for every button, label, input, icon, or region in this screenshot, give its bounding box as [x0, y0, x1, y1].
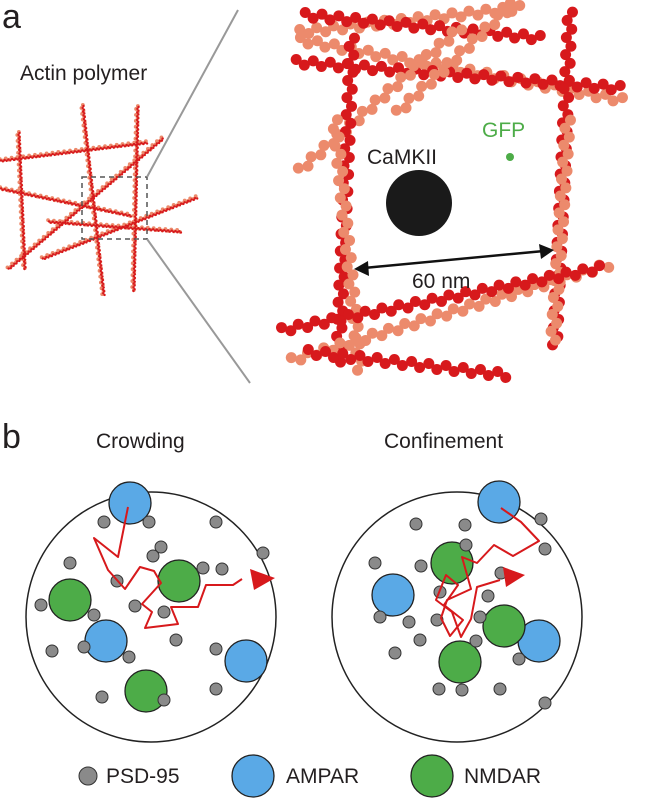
zoom-line-bottom	[146, 238, 251, 384]
legend-ampar-icon	[231, 754, 275, 798]
crowding-psd95-3	[154, 540, 168, 554]
confinement-psd95-3	[538, 542, 552, 556]
crowding-psd95-15	[209, 642, 223, 656]
crowding-psd95-2	[209, 515, 223, 529]
confinement-compartment	[331, 491, 583, 743]
crowding-psd95-21	[146, 549, 160, 563]
crowding-psd95-4	[256, 546, 270, 560]
confinement-psd95-9	[402, 615, 416, 629]
actin-filament-zoom-1	[290, 54, 626, 96]
confinement-nmdar-0	[430, 541, 474, 585]
crowding-nmdar-2	[124, 669, 168, 713]
confinement-psd95-2	[534, 512, 548, 526]
crowding-ampar-0	[108, 481, 152, 525]
crowding-scene	[34, 481, 275, 713]
crowding-path-arrowhead	[250, 569, 275, 590]
confinement-psd95-15	[388, 646, 402, 660]
crowding-psd95-6	[196, 561, 210, 575]
gfp-particle	[506, 153, 514, 161]
distance-arrow	[354, 244, 554, 276]
actin-filament-small-7	[47, 220, 183, 234]
actin-filament-small-2	[132, 105, 140, 293]
crowding-psd95-17	[95, 690, 109, 704]
legend-nmdar-label: NMDAR	[464, 765, 541, 788]
actin-filament-zoom-11	[276, 260, 606, 337]
confinement-nmdar-2	[438, 640, 482, 684]
confinement-title: Confinement	[384, 430, 503, 453]
zoom-line-top	[146, 9, 239, 178]
crowding-psd95-8	[34, 598, 48, 612]
confinement-diffusion-path	[435, 507, 540, 638]
crowding-psd95-16	[45, 644, 59, 658]
crowding-psd95-9	[87, 608, 101, 622]
crowding-title: Crowding	[96, 430, 185, 453]
confinement-psd95-14	[512, 652, 526, 666]
confinement-psd95-4	[368, 556, 382, 570]
confinement-psd95-17	[455, 683, 469, 697]
crowding-ampar-1	[84, 619, 128, 663]
panel-b-letter: b	[2, 418, 21, 456]
crowding-ampar-2	[224, 639, 268, 683]
crowding-psd95-12	[77, 640, 91, 654]
confinement-psd95-8	[373, 610, 387, 624]
confinement-scene	[368, 480, 561, 710]
crowding-nmdar-1	[157, 559, 201, 603]
panel-a-letter: a	[2, 0, 21, 36]
actin-filament-small-5	[7, 137, 164, 270]
actin-mesh-overview	[0, 103, 199, 297]
actin-mesh-zoom	[276, 0, 628, 383]
camkii-label: CaMKII	[367, 146, 437, 169]
confinement-psd95-20	[481, 589, 495, 603]
confinement-psd95-0	[409, 517, 423, 531]
actin-filament-zoom-9	[545, 114, 576, 346]
legend-ampar-label: AMPAR	[286, 765, 359, 788]
confinement-ampar-0	[477, 480, 521, 524]
confinement-psd95-13	[469, 634, 483, 648]
confinement-psd95-21	[459, 538, 473, 552]
crowding-psd95-1	[142, 515, 156, 529]
actin-filament-zoom-10	[285, 259, 615, 366]
crowding-psd95-11	[157, 605, 171, 619]
confinement-psd95-5	[414, 559, 428, 573]
confinement-psd95-1	[458, 518, 472, 532]
confinement-nmdar-1	[482, 604, 526, 648]
legend-psd95-label: PSD-95	[106, 765, 180, 788]
gfp-label: GFP	[482, 119, 525, 142]
confinement-psd95-16	[432, 682, 446, 696]
actin-filament-small-6	[41, 196, 199, 261]
confinement-psd95-19	[538, 696, 552, 710]
actin-filament-zoom-4	[390, 0, 516, 116]
confinement-psd95-12	[413, 633, 427, 647]
crowding-psd95-0	[97, 515, 111, 529]
crowding-psd95-20	[215, 562, 229, 576]
actin-polymer-label: Actin polymer	[20, 62, 147, 85]
crowding-psd95-18	[157, 693, 171, 707]
legend-nmdar-icon	[410, 754, 454, 798]
crowding-psd95-10	[128, 599, 142, 613]
confinement-ampar-1	[371, 573, 415, 617]
actin-filament-small-3	[0, 141, 149, 163]
crowding-diffusion-path	[93, 506, 243, 629]
crowding-psd95-14	[169, 633, 183, 647]
confinement-psd95-18	[493, 682, 507, 696]
crowding-psd95-13	[122, 650, 136, 664]
confinement-path-arrowhead	[503, 567, 525, 587]
actin-filament-small-4	[0, 187, 133, 218]
legend: PSD-95 AMPAR NMDAR	[78, 754, 541, 798]
crowding-nmdar-0	[48, 578, 92, 622]
actin-filament-zoom-12	[302, 344, 512, 383]
crowding-psd95-5	[63, 556, 77, 570]
camkii-particle	[386, 170, 452, 236]
legend-psd95-icon	[78, 766, 98, 786]
confinement-psd95-11	[473, 610, 487, 624]
crowding-psd95-19	[209, 682, 223, 696]
distance-label: 60 nm	[412, 270, 470, 293]
crowding-compartment	[25, 491, 277, 743]
